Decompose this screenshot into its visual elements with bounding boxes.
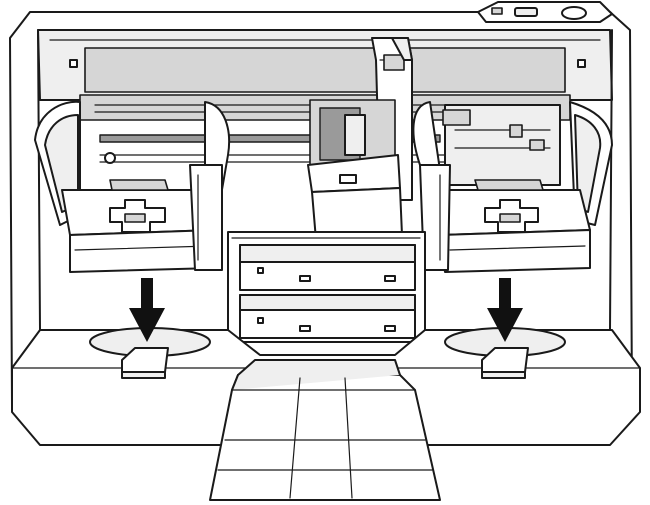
power-button — [561, 6, 587, 20]
down-arrow-icon — [487, 278, 523, 342]
right-reject-slot — [481, 347, 529, 373]
print-head-carriage — [307, 99, 403, 241]
front-output-tray — [209, 359, 441, 501]
down-arrow-icon — [129, 278, 165, 342]
optical-drive-2 — [239, 294, 416, 339]
right-output-bin — [412, 101, 613, 273]
control-button — [514, 7, 538, 17]
control-panel — [477, 1, 613, 23]
left-reject-slot — [121, 347, 169, 373]
optical-drive-1 — [239, 244, 416, 291]
left-input-bin — [34, 100, 231, 273]
drive-bay — [227, 231, 426, 343]
